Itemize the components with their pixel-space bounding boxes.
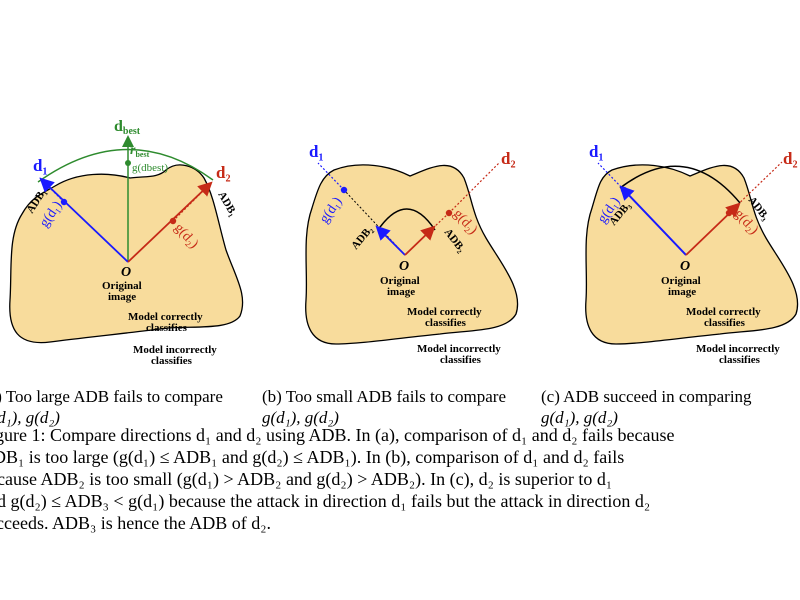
correct-text: Model correctly (407, 306, 482, 318)
subcaption-b: (b) Too small ADB fails to compare g(d₁)… (262, 387, 507, 427)
incorrect-text-2: classifies (719, 354, 761, 366)
caption-line-5: succeeds. ADB₃ is hence the ADB of d₂. (0, 513, 271, 533)
correct-text-2: classifies (704, 317, 746, 329)
g-dbest-label: g(dbest) (132, 162, 168, 174)
classification-region (305, 164, 519, 345)
subcaption-c: (c) ADB succeed in comparing g(d₁), g(d₂… (541, 387, 752, 427)
original-text: Original (661, 275, 701, 287)
original-text: Original (102, 280, 142, 292)
origin-label: O (399, 259, 409, 274)
origin-label: O (121, 265, 131, 280)
panel-c: d₁ d₂ g(d₁) g(d₂) ADB₃ ADB₃ O Original i… (585, 142, 799, 366)
caption-line-3: because ADB₂ is too small (g(d₁) > ADB₂ … (0, 469, 613, 489)
correct-text: Model correctly (686, 306, 761, 318)
incorrect-text-2: classifies (440, 354, 482, 366)
figure-caption: Figure 1: Compare directions d₁ and d₂ u… (0, 424, 800, 534)
correct-text-2: classifies (146, 322, 188, 334)
d2-label: d₂ (783, 149, 798, 168)
subcaption-a: (a) Too large ADB fails to compare g(d₁)… (0, 387, 223, 427)
d1-label: d₁ (589, 142, 604, 161)
panel-a: dbest rbest g(dbest) d₁ d₂ ADB₁ ADB₁ g(d… (9, 118, 244, 367)
panel-b: d₁ d₂ g(d₁) g(d₂) ADB₂ ADB₂ O Original i… (305, 142, 519, 366)
d1-label: d₁ (33, 156, 48, 175)
incorrect-text: Model incorrectly (696, 343, 780, 355)
incorrect-text-2: classifies (151, 355, 193, 367)
original-text: Original (380, 275, 420, 287)
caption-line-4: and g(d₂) ≤ ADB₃ < g(d₁) because the att… (0, 491, 651, 511)
dbest-label: dbest (114, 118, 141, 137)
image-text: image (108, 291, 136, 303)
adb-right-label: ADB₁ (215, 190, 239, 219)
classification-region (585, 164, 799, 345)
correct-text-2: classifies (425, 317, 467, 329)
caption-line-1: Figure 1: Compare directions d₁ and d₂ u… (0, 425, 675, 445)
caption-line-2: ADB₁ is too large (g(d₁) ≤ ADB₁ and g(d₂… (0, 447, 625, 467)
figure-diagrams: dbest rbest g(dbest) d₁ d₂ ADB₁ ADB₁ g(d… (9, 118, 799, 367)
image-text: image (387, 286, 415, 298)
d1-label: d₁ (309, 142, 324, 161)
correct-text: Model correctly (128, 311, 203, 323)
d2-label: d₂ (216, 163, 231, 182)
d2-label: d₂ (501, 149, 516, 168)
image-text: image (668, 286, 696, 298)
origin-label: O (680, 259, 690, 274)
incorrect-text: Model incorrectly (417, 343, 501, 355)
rbest-label: rbest (130, 143, 150, 159)
incorrect-text: Model incorrectly (133, 344, 217, 356)
